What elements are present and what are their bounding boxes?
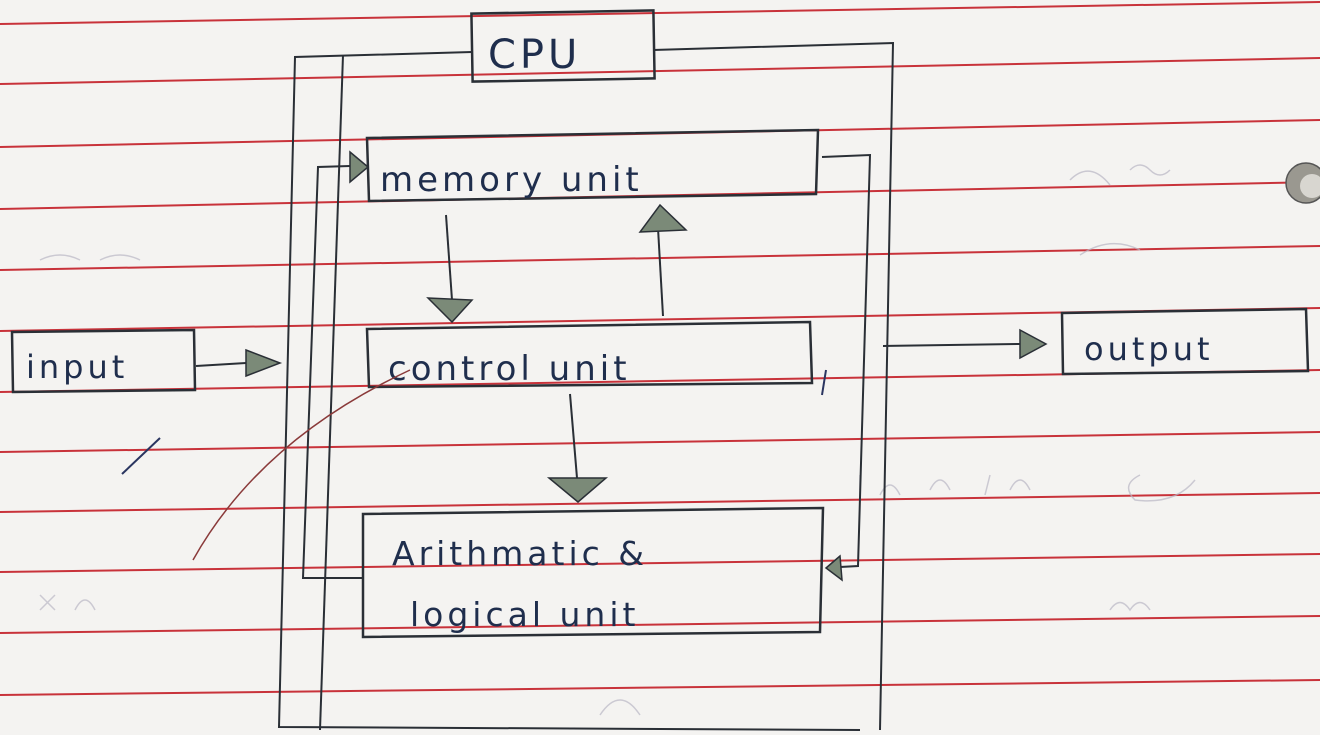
alu-label-line1: Arithmatic & xyxy=(392,534,648,573)
arrow-heads xyxy=(245,150,1048,582)
control-unit-box: control unit xyxy=(365,320,814,389)
memory-unit-box: memory unit xyxy=(365,128,820,203)
cpu-frame xyxy=(277,41,895,731)
alu-label-line2: logical unit xyxy=(410,595,639,634)
hole-punch xyxy=(1285,162,1320,204)
arrow-control-to-alu xyxy=(546,477,609,503)
stray-pen-strokes xyxy=(121,369,827,561)
connectors xyxy=(195,153,1021,579)
output-box: output xyxy=(1060,307,1310,376)
output-label: output xyxy=(1084,330,1214,368)
cpu-title: CPU xyxy=(488,32,581,78)
arrow-control-to-memory xyxy=(638,203,688,233)
arrow-input-to-cpu xyxy=(245,348,283,378)
arrow-loop-into-memory xyxy=(349,150,370,184)
arrow-loop-into-alu xyxy=(824,554,843,582)
alu-box: Arithmatic & logical unit xyxy=(361,506,825,639)
arrow-to-output xyxy=(1019,328,1048,360)
input-box: input xyxy=(10,328,197,394)
memory-unit-label: memory unit xyxy=(380,160,643,200)
input-label: input xyxy=(26,348,128,386)
cpu-title-box: CPU xyxy=(470,9,656,83)
control-unit-label: control unit xyxy=(388,349,631,389)
arrow-memory-to-control xyxy=(426,297,474,324)
